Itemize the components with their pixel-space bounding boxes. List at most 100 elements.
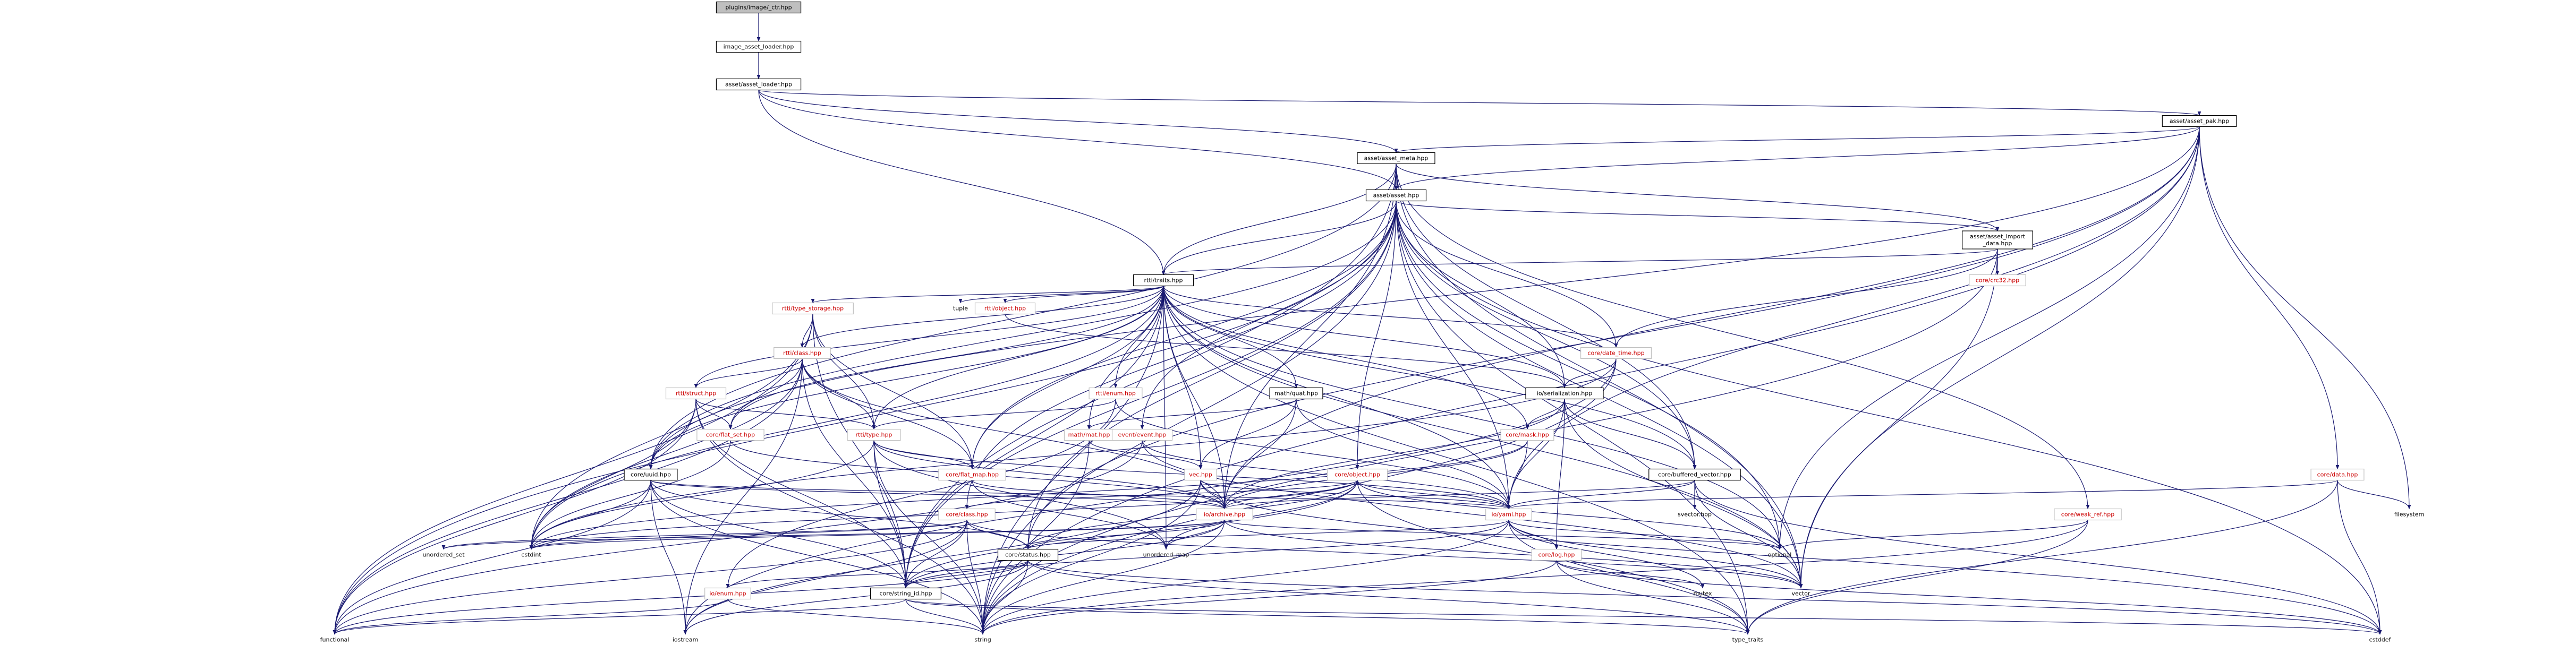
node-core-status[interactable]: core/status.hpp	[997, 548, 1059, 561]
node-image-asset-loader[interactable]: image_asset_loader.hpp	[716, 40, 802, 53]
node-traits[interactable]: rtti/traits.hpp	[1133, 274, 1194, 287]
node-label: cstdint	[521, 552, 541, 558]
node-flat-set[interactable]: core/flat_set.hpp	[696, 428, 764, 441]
edge-asset-meta-to-core-uuid	[649, 164, 1397, 470]
node-math-mat[interactable]: math/mat.hpp	[1064, 428, 1115, 441]
edge-asset-to-type-traits	[1396, 201, 1750, 635]
node-crc32[interactable]: core/crc32.hpp	[1969, 274, 2026, 287]
node-io-yaml[interactable]: io/yaml.hpp	[1485, 508, 1532, 521]
edge-asset-to-asset-import	[1396, 200, 2000, 231]
edge-io-yaml-to-string	[981, 520, 1509, 635]
node-core-log[interactable]: core/log.hpp	[1531, 548, 1582, 561]
node-box	[1648, 468, 1741, 481]
node-vec[interactable]: vec.hpp	[1184, 468, 1217, 481]
node-buffered-vector[interactable]: core/buffered_vector.hpp	[1648, 468, 1741, 481]
edge-io-archive-to-optional	[1224, 519, 1782, 550]
node-label: io/yaml.hpp	[1492, 511, 1526, 518]
node-label: rtti/object.hpp	[984, 305, 1026, 312]
node-label: rtti/traits.hpp	[1144, 277, 1183, 284]
node-box	[1133, 274, 1194, 287]
node-rtti-type[interactable]: rtti/type.hpp	[847, 428, 901, 441]
node-asset-import[interactable]: asset/asset_import_data.hpp	[1962, 230, 2034, 250]
node-type-storage[interactable]: rtti/type_storage.hpp	[772, 302, 854, 315]
node-rtti-class[interactable]: rtti/class.hpp	[773, 347, 831, 359]
edge-rtti-class-to-iostream	[683, 358, 803, 635]
edge-layer	[333, 13, 2411, 635]
node-box	[716, 1, 802, 14]
edge-core-uuid-to-string-id	[650, 480, 908, 589]
edge-core-data-to-filesystem	[2337, 480, 2411, 510]
node-box	[1357, 152, 1435, 165]
edge-core-status-to-string-id	[904, 560, 1028, 589]
edge-asset-meta-to-buffered-vector	[1396, 164, 1697, 470]
node-weak-ref[interactable]: core/weak_ref.hpp	[2054, 508, 2122, 521]
node-flat-map[interactable]: core/flat_map.hpp	[938, 468, 1006, 481]
node-rtti-struct[interactable]: rtti/struct.hpp	[665, 387, 727, 400]
node-box	[704, 587, 751, 600]
node-asset-pak[interactable]: asset/asset_pak.hpp	[2162, 115, 2237, 127]
edge-rtti-type-to-io-archive	[873, 440, 1227, 510]
edge-asset-meta-to-string-id	[904, 164, 1397, 589]
node-box	[716, 40, 802, 53]
node-event[interactable]: event/event.hpp	[1111, 428, 1173, 441]
node-serialization[interactable]: io/serialization.hpp	[1525, 387, 1604, 400]
node-rtti-enum[interactable]: rtti/enum.hpp	[1089, 387, 1143, 400]
node-label: event/event.hpp	[1118, 432, 1167, 439]
edge-asset-to-io-yaml	[1396, 201, 1511, 510]
edge-serialization-to-core-mask	[1525, 399, 1565, 430]
node-asset-meta[interactable]: asset/asset_meta.hpp	[1357, 152, 1435, 165]
node-box	[997, 548, 1059, 561]
node-box	[2310, 468, 2365, 481]
edge-core-uuid-to-iostream	[650, 480, 687, 635]
node-core-uuid[interactable]: core/uuid.hpp	[624, 468, 678, 481]
node-core-mask[interactable]: core/mask.hpp	[1500, 428, 1554, 441]
node-rtti-object[interactable]: rtti/object.hpp	[974, 302, 1036, 315]
node-math-quat[interactable]: math/quat.hpp	[1269, 387, 1323, 400]
node-asset[interactable]: asset/asset.hpp	[1365, 189, 1427, 202]
node-core-object[interactable]: core/object.hpp	[1327, 468, 1388, 481]
edge-buffered-vector-to-io-archive	[1222, 479, 1695, 510]
edge-rtti-class-to-rtti-type	[802, 358, 876, 430]
node-vector: vector	[1792, 590, 1810, 597]
edge-string-id-to-type-traits	[905, 598, 1749, 635]
node-label: io/enum.hpp	[709, 590, 746, 597]
edge-io-archive-to-vector	[1224, 520, 1803, 589]
node-label: asset/asset.hpp	[1373, 192, 1419, 199]
node-box	[1365, 189, 1427, 202]
edge-io-yaml-to-vector	[1508, 520, 1803, 589]
edge-rtti-class-to-flat-map	[802, 358, 974, 470]
edge-math-mat-to-vec	[1089, 440, 1203, 470]
edge-vec-to-iostream	[683, 480, 1201, 635]
node-label: mutex	[1693, 590, 1712, 597]
node-magic-enum[interactable]: io/enum.hpp	[704, 587, 751, 600]
edge-type-storage-to-flat-map	[812, 314, 974, 470]
edge-math-quat-to-math-mat	[1087, 399, 1297, 430]
edge-type-storage-to-functional	[333, 314, 813, 635]
edge-rtti-enum-to-rtti-type	[872, 399, 1116, 430]
node-core-class[interactable]: core/class.hpp	[938, 508, 996, 521]
node-box	[1184, 468, 1217, 481]
edge-core-status-to-iostream	[683, 560, 1028, 635]
node-date-time[interactable]: core/date_time.hpp	[1580, 347, 1652, 359]
node-iostream: iostream	[673, 637, 698, 643]
node-asset-loader[interactable]: asset/asset_loader.hpp	[716, 78, 802, 91]
node-label: core/buffered_vector.hpp	[1658, 471, 1731, 478]
node-box	[938, 468, 1006, 481]
node-label: io/archive.hpp	[1204, 511, 1245, 518]
node-svector: svector.hpp	[1678, 511, 1712, 518]
node-string-id[interactable]: core/string_id.hpp	[870, 587, 941, 600]
edge-core-uuid-to-core-status	[650, 480, 1030, 550]
node-box	[624, 468, 678, 481]
edge-asset-pak-to-asset-meta	[1395, 126, 2200, 153]
node-core-data[interactable]: core/data.hpp	[2310, 468, 2365, 481]
edge-core-uuid-to-cstdint	[529, 480, 651, 550]
edge-rtti-type-to-string-id	[873, 440, 908, 589]
node-io-archive[interactable]: io/archive.hpp	[1196, 508, 1253, 521]
node-label: _data.hpp	[1983, 240, 2012, 247]
edge-asset-loader-to-asset-meta	[758, 90, 1398, 153]
node-label: core/date_time.hpp	[1587, 350, 1644, 357]
edge-asset-to-flat-map	[970, 201, 1397, 470]
node-label: core/object.hpp	[1334, 471, 1380, 478]
node-root[interactable]: plugins/image/_ctr.hpp	[716, 1, 802, 14]
node-label: rtti/class.hpp	[783, 350, 821, 357]
